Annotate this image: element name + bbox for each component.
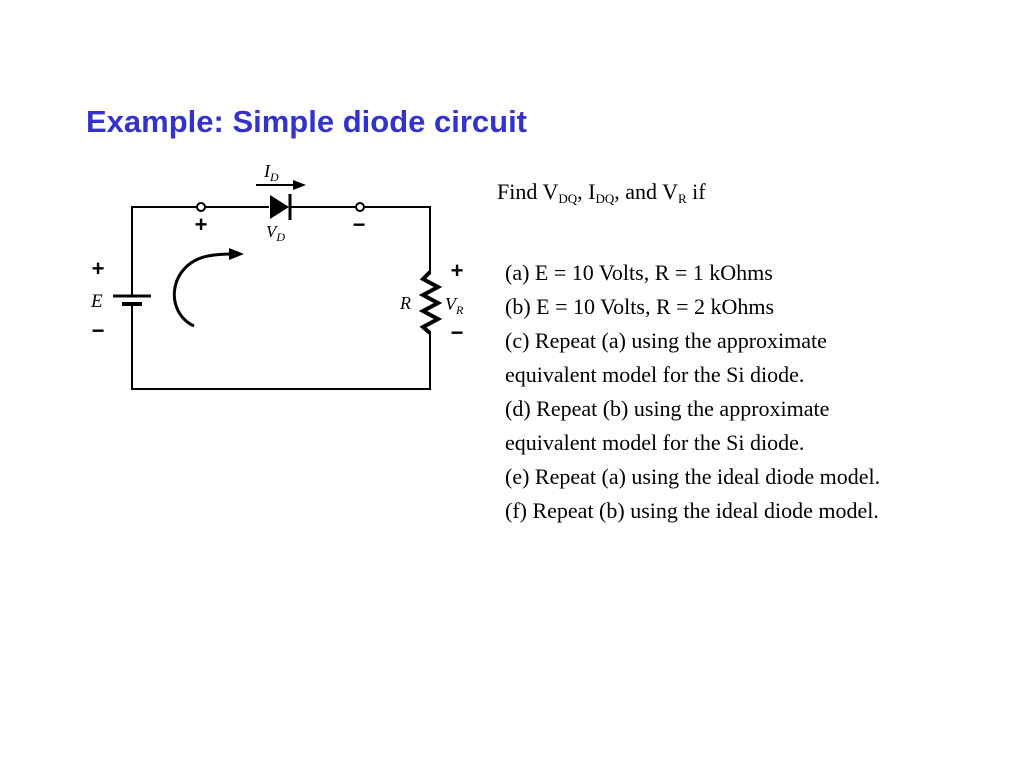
resistor-plus-sign: + [451, 258, 464, 283]
problem-line: (d) Repeat (b) using the approximate [505, 396, 830, 421]
diode-symbol [270, 194, 292, 220]
problem-line: (c) Repeat (a) using the approximate [505, 328, 827, 353]
problem-line: equivalent model for the Si diode. [505, 362, 805, 387]
resistor-minus-sign: − [451, 320, 464, 345]
source-plus-sign: + [92, 256, 105, 281]
question-prompt: Find VDQ, IDQ, and VR if [497, 179, 706, 206]
problem-list: (a) E = 10 Volts, R = 1 kOhms (b) E = 10… [505, 256, 880, 528]
current-arrow [256, 180, 306, 190]
resistor-symbol [418, 270, 443, 335]
problem-line: (a) E = 10 Volts, R = 1 kOhms [505, 260, 773, 285]
battery-symbol [113, 294, 151, 306]
resistor-label: R [399, 293, 411, 313]
source-label: E [90, 291, 103, 312]
problem-line: (f) Repeat (b) using the ideal diode mod… [505, 498, 879, 523]
problem-line: equivalent model for the Si diode. [505, 430, 805, 455]
diode-voltage-label: VD [266, 222, 285, 244]
slide-title: Example: Simple diode circuit [86, 104, 528, 139]
current-label: ID [263, 161, 279, 184]
circulation-arrow [172, 248, 244, 328]
diode-terminal-plus [196, 202, 206, 212]
diode-minus-sign: − [353, 212, 366, 237]
diode-terminal-minus [355, 202, 365, 212]
diode-plus-sign: + [195, 212, 208, 237]
resistor-voltage-label: VR [445, 294, 464, 317]
problem-line: (e) Repeat (a) using the ideal diode mod… [505, 464, 881, 489]
problem-line: (b) E = 10 Volts, R = 2 kOhms [505, 294, 775, 319]
source-minus-sign: − [92, 318, 105, 343]
